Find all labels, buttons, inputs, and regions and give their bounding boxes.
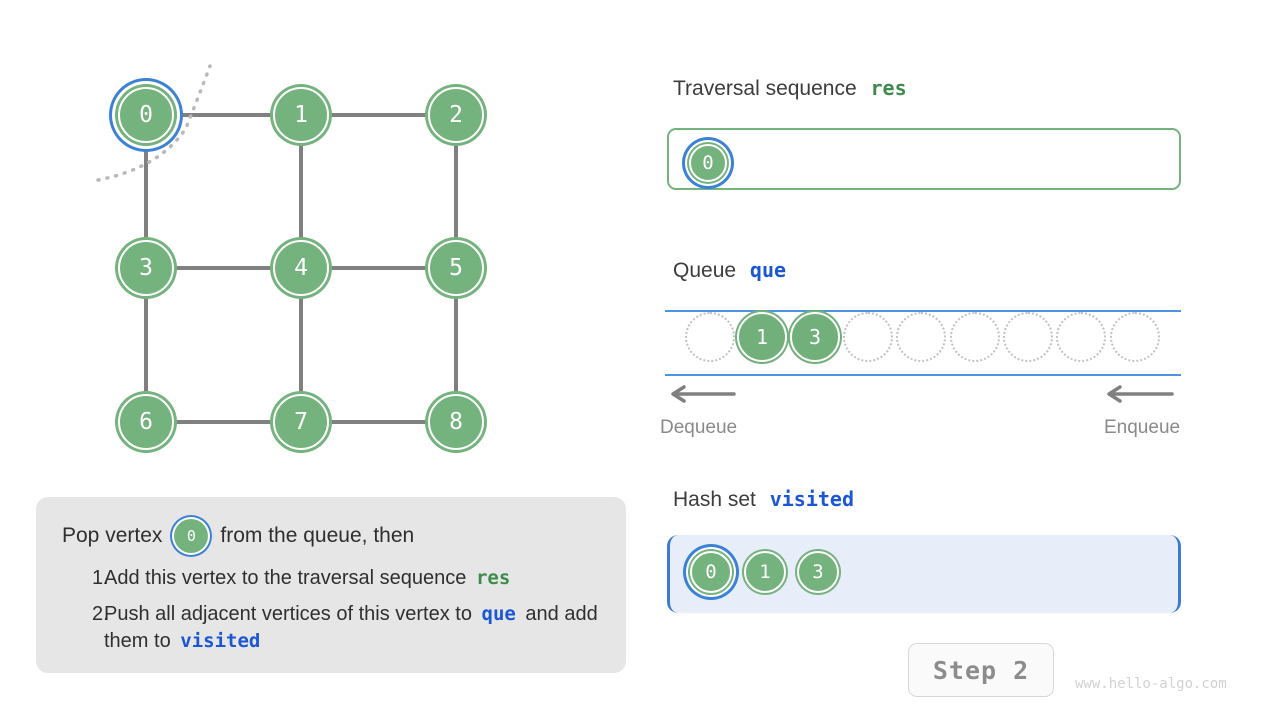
- set-item-1[interactable]: 1: [742, 549, 788, 595]
- queue-slot-2-label: 3: [808, 325, 822, 349]
- explanation-step-1: 1. Add this vertex to the traversal sequ…: [64, 565, 604, 592]
- queue-slot-1-label: 1: [755, 325, 769, 349]
- graph-node-3-label: 3: [139, 254, 153, 281]
- explanation-line1-after: from the queue, then: [220, 524, 415, 547]
- graph-node-1[interactable]: 1: [270, 84, 332, 146]
- set-item-2[interactable]: 3: [795, 549, 841, 595]
- explanation-step-1-keyword-res: res: [475, 567, 511, 589]
- graph-node-4-label: 4: [294, 254, 308, 281]
- queue-slot-3[interactable]: [843, 312, 893, 362]
- res-item-0[interactable]: 0: [687, 142, 729, 184]
- res-title-prefix: Traversal sequence: [673, 77, 857, 100]
- queue-bottom-rail: [665, 374, 1181, 376]
- explanation-step-2: 2. Push all adjacent vertices of this ve…: [64, 601, 604, 655]
- graph-node-6[interactable]: 6: [115, 391, 177, 453]
- queue-slot-5[interactable]: [950, 312, 1000, 362]
- graph-node-5-label: 5: [449, 254, 463, 281]
- explanation-step-1-text: Add this vertex to the traversal sequenc…: [104, 567, 467, 589]
- set-section-title: Hash set visited: [673, 487, 854, 512]
- explanation-step-1-num: 1.: [92, 567, 109, 589]
- explanation-inline-vertex: 0: [174, 519, 209, 553]
- graph-node-8-label: 8: [449, 408, 463, 435]
- queue-direction-arrows: [671, 385, 1174, 403]
- set-title-prefix: Hash set: [673, 488, 756, 511]
- set-item-1-label: 1: [759, 561, 771, 583]
- graph-node-8[interactable]: 8: [425, 391, 487, 453]
- dequeue-label: Dequeue: [660, 417, 738, 438]
- graph-node-0-label: 0: [139, 101, 153, 128]
- queue-slot-4[interactable]: [896, 312, 946, 362]
- queue-slot-7[interactable]: [1056, 312, 1106, 362]
- queue-slot-1[interactable]: 1: [737, 312, 787, 362]
- res-item-0-label: 0: [702, 152, 714, 174]
- graph-node-4[interactable]: 4: [270, 237, 332, 299]
- enqueue-label: Enqueue: [1104, 417, 1181, 438]
- graph-node-1-label: 1: [294, 101, 308, 128]
- graph-node-5[interactable]: 5: [425, 237, 487, 299]
- step-badge-label: Step 2: [932, 655, 1030, 685]
- res-section-title: Traversal sequence res: [673, 76, 907, 101]
- step-badge: Step 2: [908, 643, 1054, 697]
- graph-panel: 0 1 2 3 4 5 6 7 8: [0, 0, 620, 480]
- explanation-step-2-text-after: and add them to: [104, 603, 598, 652]
- set-item-0-label: 0: [705, 561, 717, 583]
- queue-slot-6[interactable]: [1003, 312, 1053, 362]
- graph-node-7[interactable]: 7: [270, 391, 332, 453]
- explanation-step-2-num: 2.: [92, 603, 109, 625]
- explanation-line1-before: Pop vertex: [62, 524, 163, 547]
- explanation-steps: 1. Add this vertex to the traversal sequ…: [64, 565, 604, 664]
- explanation-step-2-keyword-que: que: [481, 603, 516, 625]
- res-title-keyword: res: [870, 76, 907, 100]
- explanation-step-2-text: Push all adjacent vertices of this verte…: [104, 603, 472, 625]
- explanation-line-1: Pop vertex 0 from the queue, then: [62, 519, 414, 553]
- queue-title-prefix: Queue: [673, 259, 737, 282]
- queue-slot-0[interactable]: [685, 312, 735, 362]
- queue-title-keyword: que: [749, 258, 787, 282]
- set-item-0[interactable]: 0: [688, 549, 734, 595]
- graph-node-6-label: 6: [139, 408, 153, 435]
- watermark: www.hello-algo.com: [1075, 676, 1227, 692]
- queue-top-rail: [665, 310, 1181, 312]
- graph-node-3[interactable]: 3: [115, 237, 177, 299]
- queue-slot-2[interactable]: 3: [790, 312, 840, 362]
- queue-slot-8[interactable]: [1110, 312, 1160, 362]
- res-box: 0: [667, 128, 1181, 190]
- queue-slots: 1 3: [665, 312, 1183, 374]
- graph-node-2-label: 2: [449, 101, 463, 128]
- set-box: 0 1 3: [667, 535, 1181, 613]
- explanation-step-2-keyword-visited: visited: [180, 630, 261, 652]
- queue-section-title: Queue que: [673, 258, 786, 283]
- set-item-2-label: 3: [812, 561, 824, 583]
- graph-node-7-label: 7: [294, 408, 308, 435]
- explanation-inline-vertex-label: 0: [186, 527, 196, 545]
- set-title-keyword: visited: [769, 487, 855, 511]
- explanation-box: Pop vertex 0 from the queue, then 1. Add…: [36, 497, 626, 673]
- graph-node-0[interactable]: 0: [115, 84, 177, 146]
- graph-node-2[interactable]: 2: [425, 84, 487, 146]
